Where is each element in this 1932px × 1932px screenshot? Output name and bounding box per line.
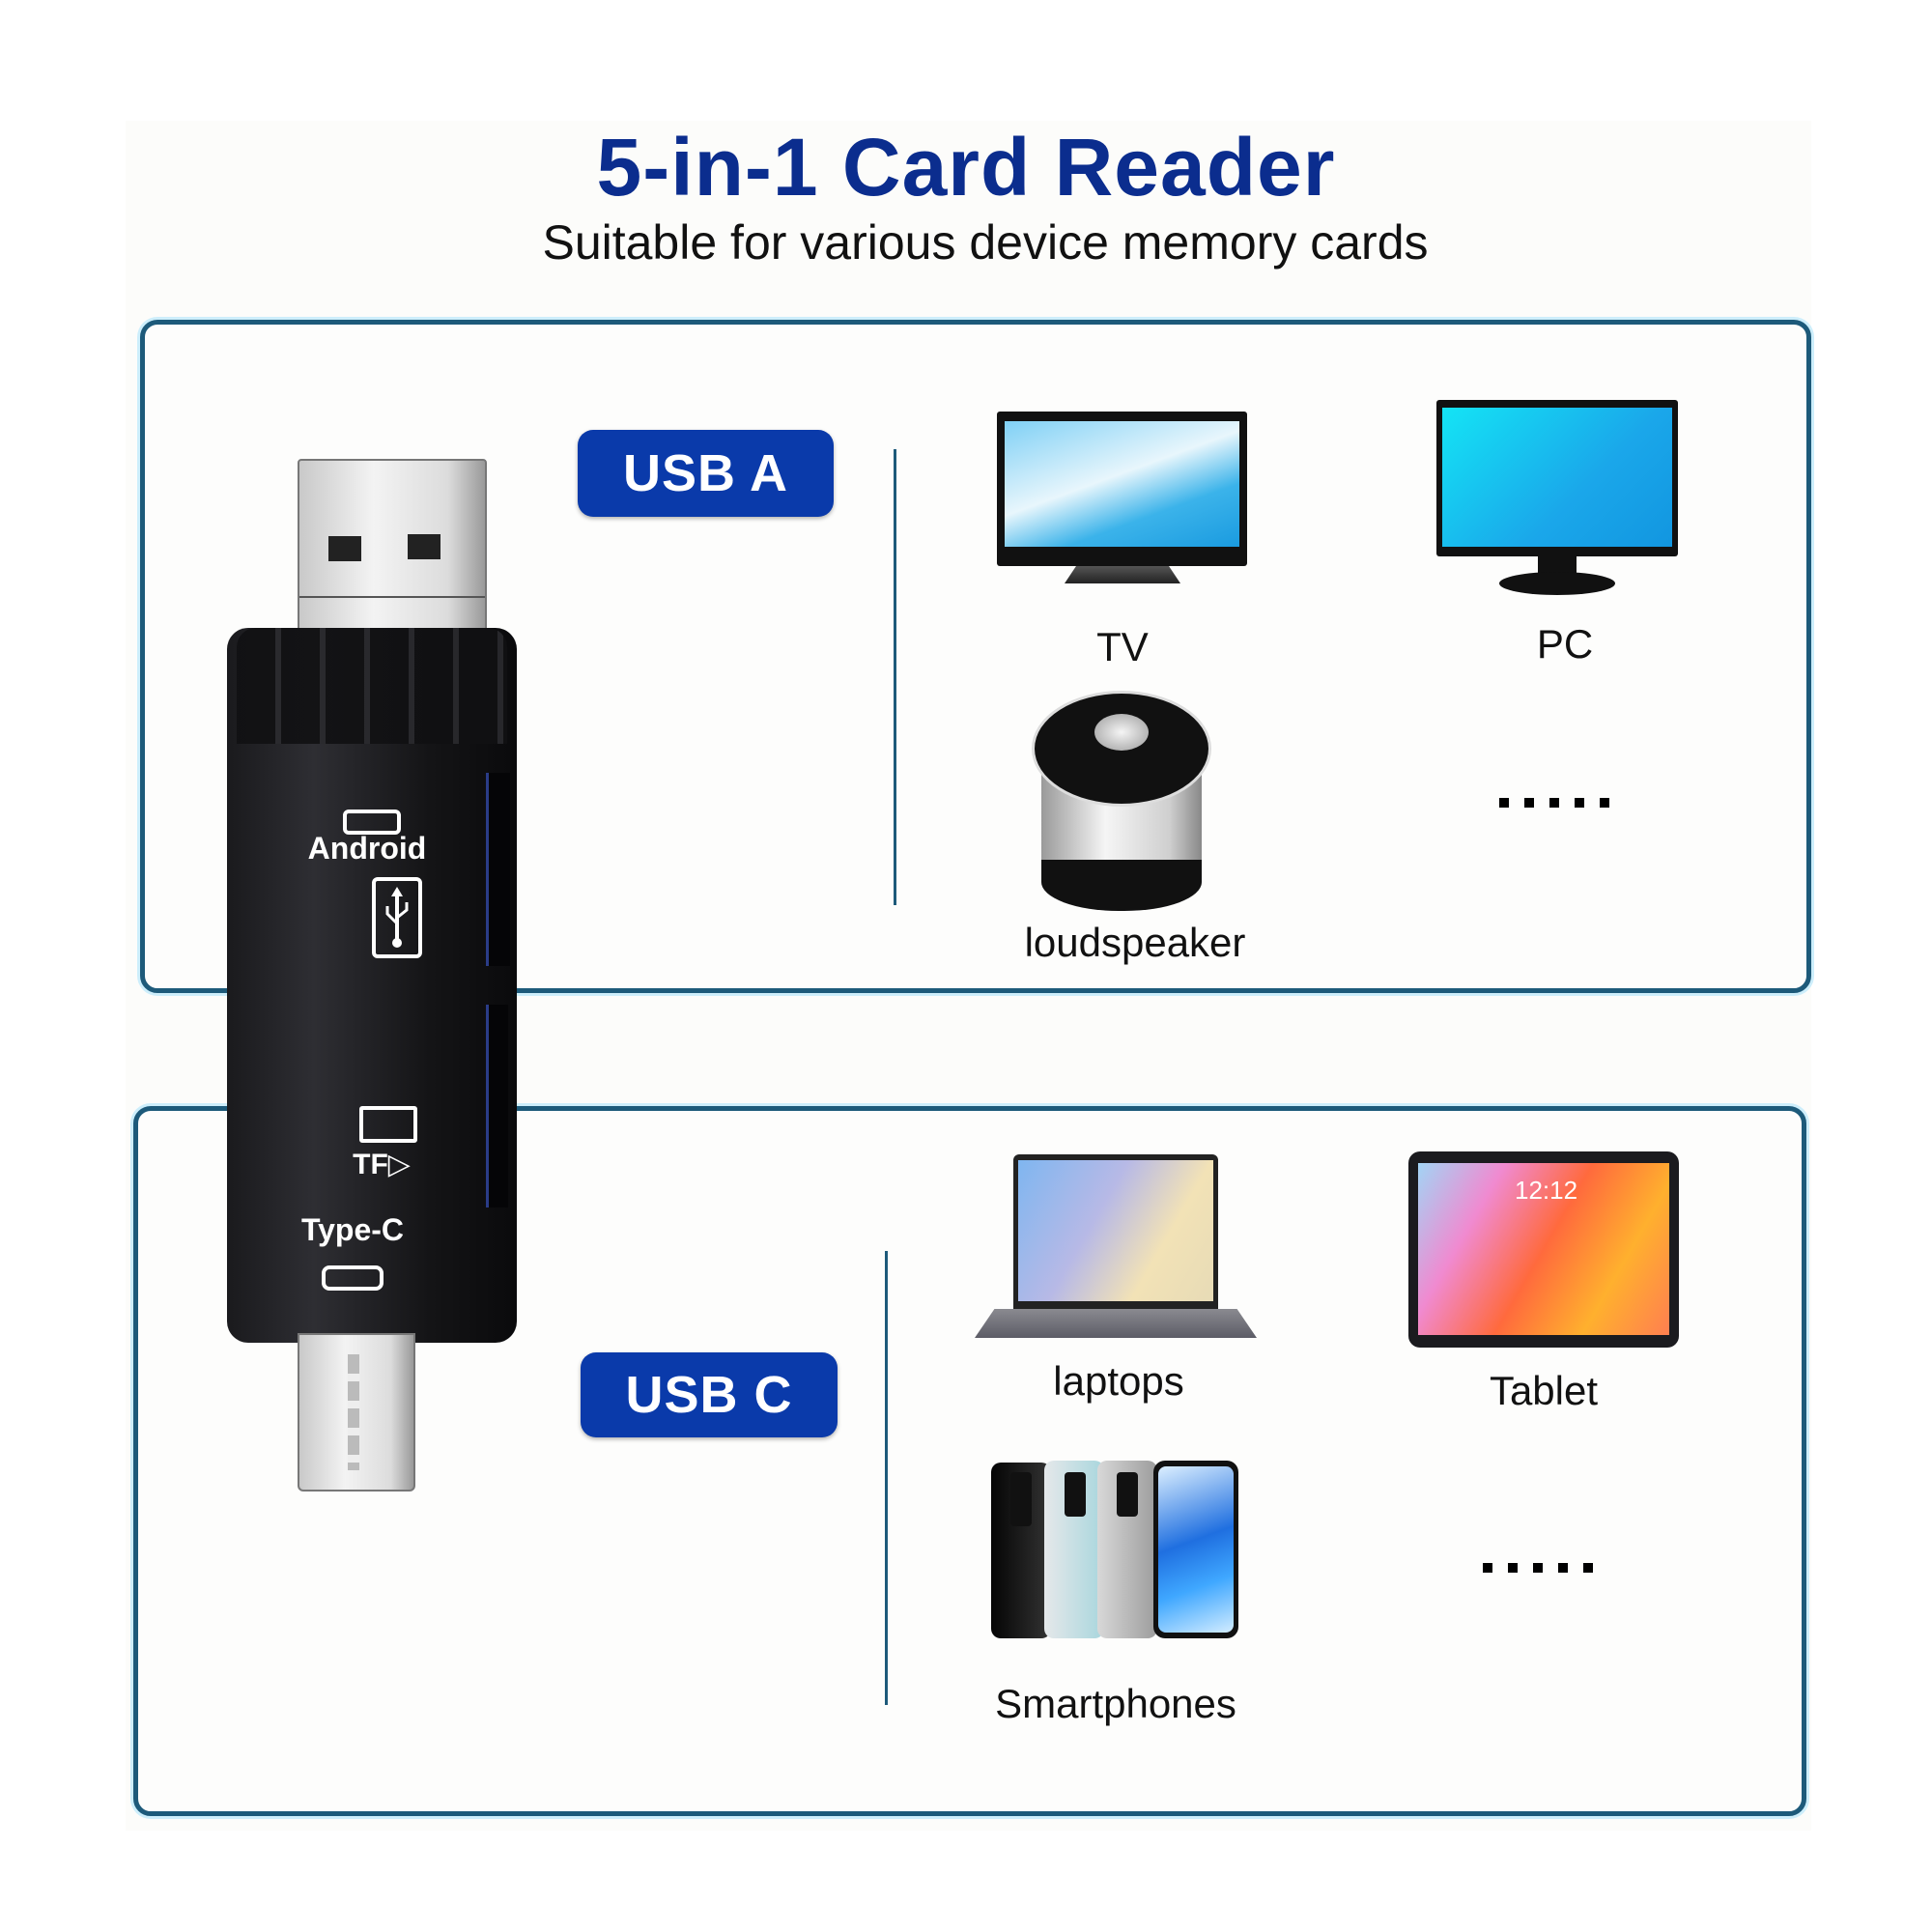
- laptop-icon: [975, 1154, 1257, 1343]
- speaker-icon: [1032, 691, 1211, 911]
- page-title: 5-in-1 Card Reader: [596, 122, 1336, 213]
- tv-icon: [997, 412, 1247, 585]
- more-devices-ellipsis: [1499, 798, 1609, 808]
- section-divider: [885, 1251, 888, 1705]
- page-subtitle: Suitable for various device memory cards: [542, 215, 1429, 270]
- card-reader: Android TF▷ Type-C: [222, 459, 531, 1492]
- usb-c-badge: USB C: [581, 1352, 838, 1437]
- device-label-tablet: Tablet: [1489, 1368, 1599, 1413]
- more-devices-ellipsis: [1483, 1563, 1593, 1573]
- android-label: Android: [307, 831, 427, 866]
- reader-body: Android TF▷ Type-C: [227, 628, 517, 1343]
- type-c-port-icon: [322, 1265, 384, 1291]
- device-label-pc: PC: [1536, 621, 1594, 667]
- usb-a-badge: USB A: [578, 430, 834, 517]
- micro-usb-plug: [298, 1333, 415, 1492]
- micro-usb-port-icon: [343, 810, 401, 835]
- tablet-icon: 12:12: [1408, 1151, 1679, 1348]
- tf-card-icon: [359, 1106, 417, 1143]
- usb-symbol-icon: [372, 877, 422, 958]
- device-label-smartphones: Smartphones: [995, 1681, 1236, 1726]
- monitor-icon: [1436, 400, 1678, 595]
- device-label-laptops: laptops: [1053, 1358, 1184, 1404]
- device-label-loudspeaker: loudspeaker: [1024, 920, 1246, 965]
- sd-slot: [486, 1005, 508, 1208]
- usb-slot: [486, 773, 510, 966]
- section-divider: [894, 449, 896, 905]
- usb-a-plug: [298, 459, 487, 641]
- smartphones-icon: [991, 1459, 1242, 1642]
- tablet-clock: 12:12: [1515, 1176, 1578, 1205]
- device-label-tv: TV: [1096, 624, 1149, 669]
- tf-label: TF▷: [353, 1149, 411, 1180]
- type-c-label: Type-C: [300, 1212, 405, 1247]
